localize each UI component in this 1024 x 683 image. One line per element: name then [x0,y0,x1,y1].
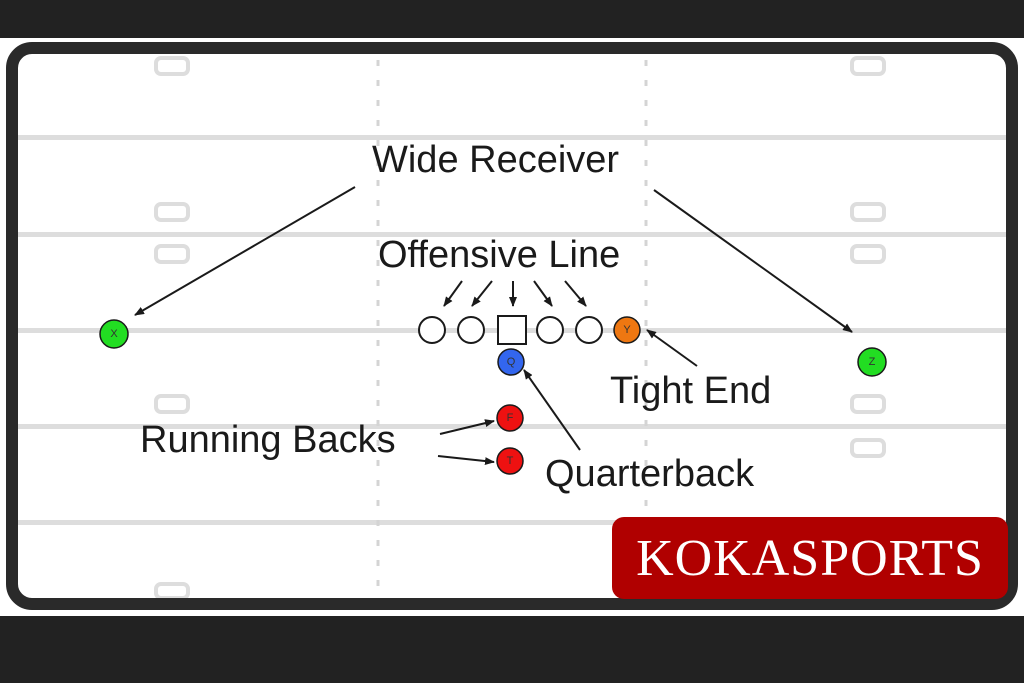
player-x-label: X [110,328,118,340]
player-z-label: Z [869,356,876,368]
arrow-to-q [523,369,581,451]
player-q: Q [497,348,525,376]
brand-logo-text: KOKASPORTS [636,529,984,587]
field-number [850,56,886,76]
field-number [850,394,886,414]
field-number [154,244,190,264]
arrow-to-lineman [533,280,553,307]
arrow-to-x [134,186,356,316]
player-q-label: Q [507,356,516,368]
field-number [850,244,886,264]
player-t-label: T [507,455,514,467]
field-number [154,202,190,222]
player-y-label: Y [623,324,631,336]
label-wide-receiver: Wide Receiver [372,139,619,181]
lineman [536,316,564,344]
player-f-label: F [507,412,514,424]
lineman [457,316,485,344]
offensive-line [418,315,603,345]
arrow-to-lineman [564,280,587,307]
player-t: T [496,447,524,475]
label-quarterback: Quarterback [545,453,755,495]
brand-logo: KOKASPORTS [612,517,1008,599]
field-number [154,582,190,600]
field-number [154,394,190,414]
player-x: X [99,319,129,349]
label-running-backs: Running Backs [140,419,396,461]
arrow-to-lineman [443,280,463,307]
player-z: Z [857,347,887,377]
field-numbers [154,56,886,600]
arrow-to-t [437,455,495,466]
player-y: Y [613,316,641,344]
arrow-to-z [653,189,853,333]
pointer-arrows [134,186,853,466]
lineman [418,316,446,344]
player-f: F [496,404,524,432]
field-number [154,56,190,76]
field-number [850,438,886,458]
yard-line [18,232,1006,237]
label-tight-end: Tight End [610,370,771,412]
center [497,315,527,345]
lineman [575,316,603,344]
arrow-to-lineman [471,280,493,307]
yard-line [18,135,1006,140]
arrow-to-f [439,419,495,435]
arrow-to-y [646,329,698,367]
label-offensive-line: Offensive Line [378,234,620,276]
field-number [850,202,886,222]
yard-line [18,520,1006,525]
